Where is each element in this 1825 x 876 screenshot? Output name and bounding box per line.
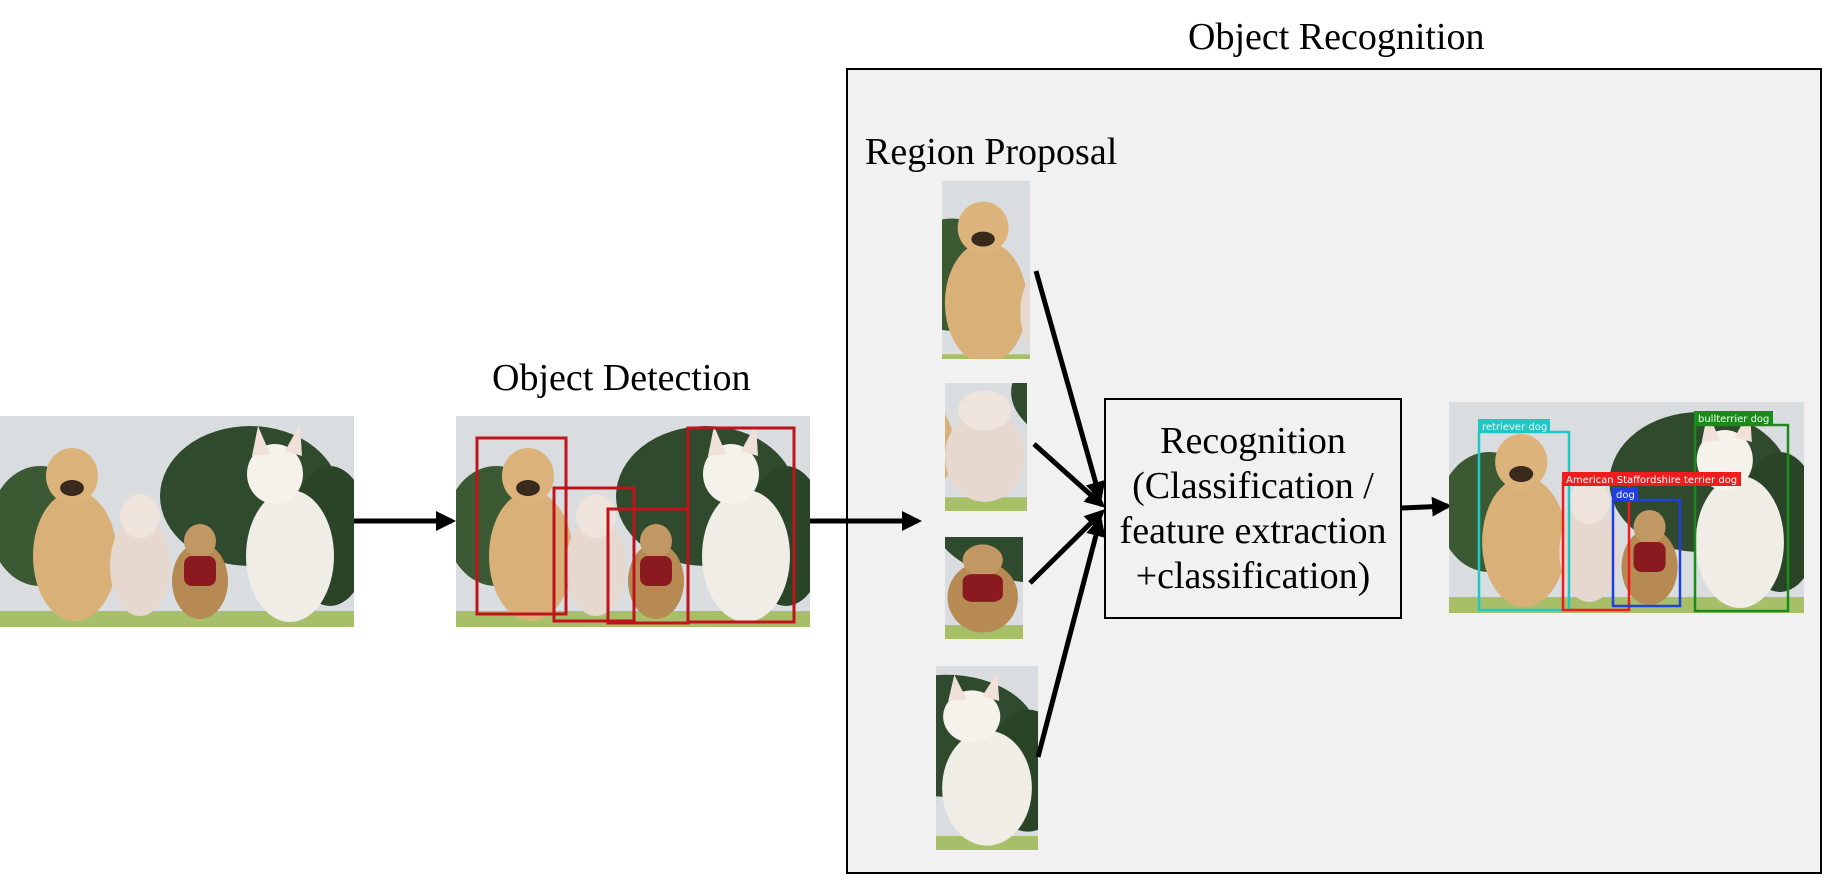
label-retriever: retriever dog bbox=[1482, 422, 1547, 433]
object-recognition-title: Object Recognition bbox=[1188, 16, 1485, 58]
result-box-dog bbox=[1611, 498, 1682, 608]
recognition-line-4: +classification) bbox=[1135, 554, 1371, 597]
proposal-box-bullterrier bbox=[686, 426, 796, 624]
arrow-proposal-2 bbox=[1032, 442, 1105, 508]
region-proposal-title: Region Proposal bbox=[865, 131, 1118, 173]
arrow-proposal-4 bbox=[1035, 516, 1106, 758]
arrow-proposal-1 bbox=[1033, 270, 1106, 502]
detection-photo bbox=[456, 416, 810, 627]
recognition-line-3: feature extraction bbox=[1119, 509, 1387, 552]
object-detection-title: Object Detection bbox=[492, 357, 751, 399]
label-dog: dog bbox=[1616, 490, 1635, 501]
recognition-line-1: Recognition bbox=[1160, 419, 1346, 462]
recognition-line-2: (Classification / bbox=[1132, 464, 1374, 507]
label-terrier: American Staffordshire terrier dog bbox=[1566, 475, 1737, 486]
result-photo: retriever dog American Staffordshire ter… bbox=[1449, 402, 1804, 613]
proposal-box-pitbull bbox=[552, 486, 636, 623]
proposal-box-retriever bbox=[475, 436, 568, 616]
label-bullterrier: bullterrier dog bbox=[1698, 414, 1769, 425]
arrow-recognition-to-result bbox=[1401, 496, 1452, 517]
recognition-box: Recognition (Classification / feature ex… bbox=[1104, 398, 1402, 619]
input-photo bbox=[0, 416, 354, 627]
